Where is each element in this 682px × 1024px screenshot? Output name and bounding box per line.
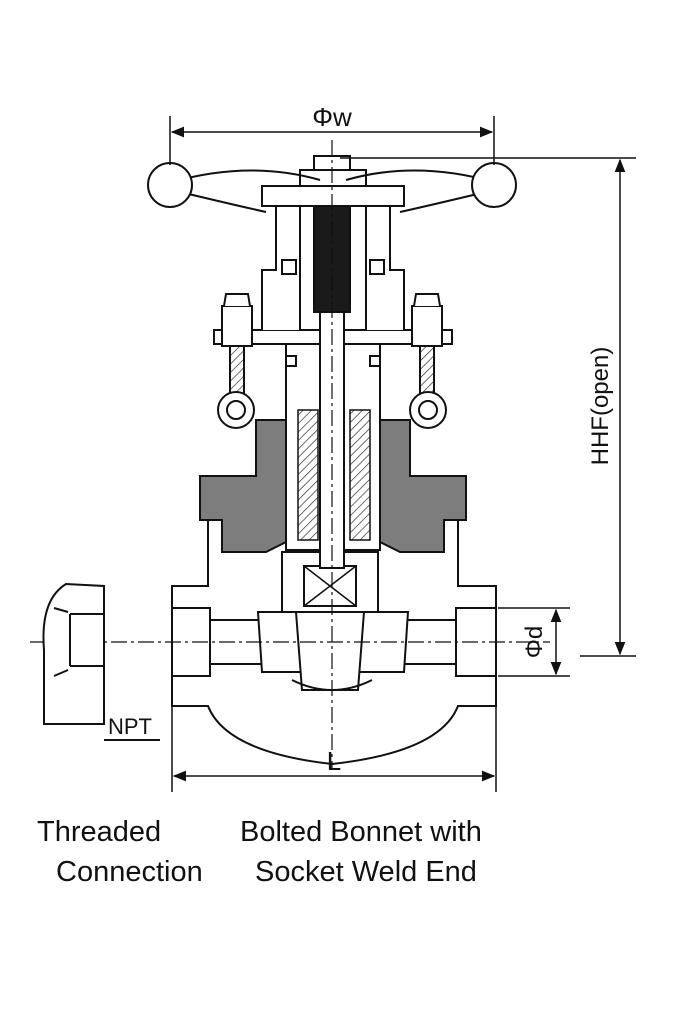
caption-left-line1: Threaded bbox=[37, 816, 162, 848]
bonnet bbox=[199, 329, 467, 613]
gland-bolts bbox=[213, 199, 453, 429]
label-l: L bbox=[327, 746, 341, 776]
caption-right-line1: Bolted Bonnet with bbox=[240, 816, 482, 848]
label-npt: NPT bbox=[108, 714, 152, 739]
threaded-connection-detail bbox=[42, 582, 160, 741]
label-phi-w: Φw bbox=[312, 102, 352, 132]
handwheel-right-knob bbox=[471, 162, 517, 208]
caption-left-line2: Connection bbox=[56, 856, 203, 888]
label-hhf-open: HHF(open) bbox=[587, 347, 614, 466]
gate-wedge bbox=[294, 611, 366, 691]
handwheel-left-knob bbox=[147, 162, 193, 208]
label-phi-d: Φd bbox=[521, 626, 548, 659]
handwheel bbox=[147, 162, 517, 213]
dimension-lines bbox=[169, 116, 636, 792]
center-lines bbox=[30, 140, 550, 770]
caption-right-line2: Socket Weld End bbox=[255, 856, 477, 888]
